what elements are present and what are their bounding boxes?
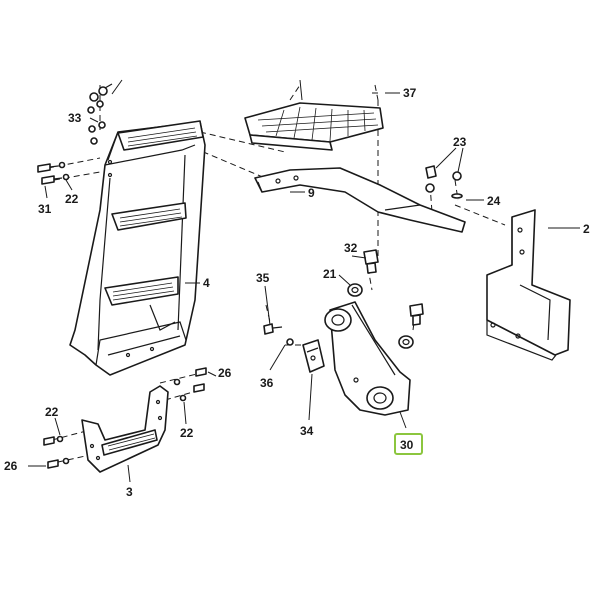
hardware-33 bbox=[87, 83, 113, 145]
callout-2: 2 bbox=[583, 222, 590, 236]
callout-4: 4 bbox=[203, 276, 210, 290]
hardware-lower bbox=[43, 367, 207, 469]
callout-3: 3 bbox=[126, 485, 133, 499]
callout-34: 34 bbox=[300, 424, 314, 438]
callout-33: 33 bbox=[68, 111, 82, 125]
step-ladder bbox=[69, 120, 206, 376]
callout-23: 23 bbox=[453, 135, 467, 149]
callout-9: 9 bbox=[308, 186, 315, 200]
callout-22-right: 22 bbox=[180, 426, 194, 440]
callout-32: 32 bbox=[344, 241, 358, 255]
callout-31: 31 bbox=[38, 202, 52, 216]
hardware-35-36-34 bbox=[263, 323, 325, 373]
callout-35: 35 bbox=[256, 271, 270, 285]
hardware-23-24 bbox=[425, 165, 463, 199]
callout-22-upper: 22 bbox=[65, 192, 79, 206]
lower-step bbox=[81, 385, 169, 473]
grated-platform bbox=[244, 102, 384, 151]
hardware-32-21 bbox=[347, 249, 424, 349]
callout-36: 36 bbox=[260, 376, 274, 390]
callout-26-left: 26 bbox=[4, 459, 18, 473]
support-arm bbox=[254, 167, 466, 233]
mounting-bracket bbox=[486, 209, 571, 361]
callout-30: 30 bbox=[400, 438, 414, 452]
leader-lines bbox=[28, 79, 580, 483]
hinge-bracket bbox=[324, 301, 411, 416]
bolts-31 bbox=[37, 161, 70, 185]
callout-22-left: 22 bbox=[45, 405, 59, 419]
callout-26-right: 26 bbox=[218, 366, 232, 380]
callout-24: 24 bbox=[487, 194, 501, 208]
callout-labels: 37 33 23 31 22 9 24 2 32 21 4 35 36 34 3… bbox=[4, 86, 590, 499]
highlight-box-30 bbox=[394, 433, 423, 455]
callout-21: 21 bbox=[323, 267, 337, 281]
callout-37: 37 bbox=[403, 86, 417, 100]
